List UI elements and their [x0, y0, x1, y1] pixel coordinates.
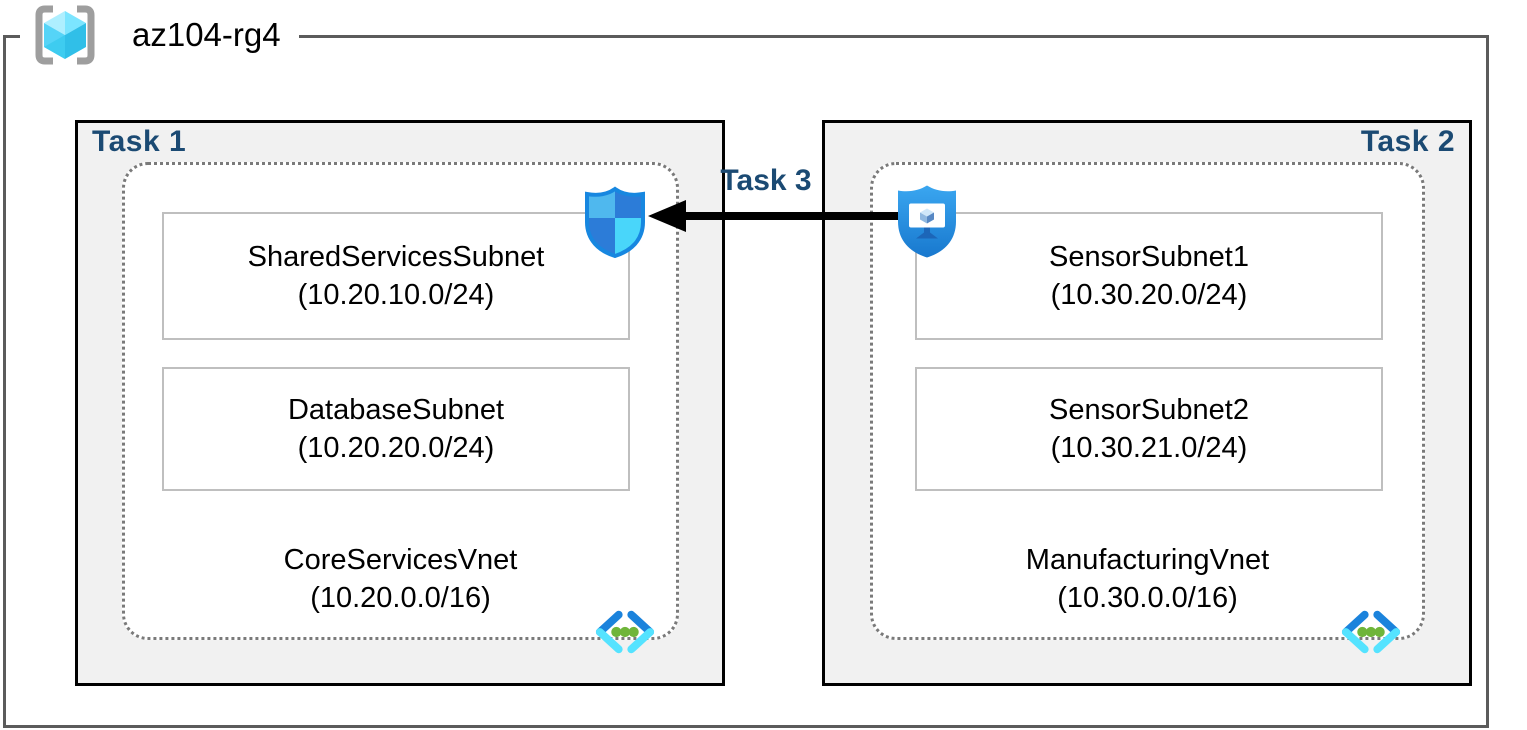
- vnet-cidr: (10.30.0.0/16): [1057, 582, 1238, 615]
- shared-services-subnet-box: SharedServicesSubnet (10.20.10.0/24): [162, 212, 630, 340]
- core-services-vnet-box: SharedServicesSubnet (10.20.10.0/24) Dat…: [122, 162, 679, 654]
- database-subnet-box: DatabaseSubnet (10.20.20.0/24): [162, 367, 630, 491]
- subnet-name: SharedServicesSubnet: [247, 240, 545, 273]
- subnet-cidr: (10.20.20.0/24): [297, 432, 495, 464]
- vnet-name: ManufacturingVnet: [1025, 544, 1270, 576]
- subnet-cidr: (10.20.10.0/24): [297, 279, 495, 311]
- vnet-cidr: (10.20.0.0/16): [310, 582, 491, 615]
- manufacturing-vnet-box: SensorSubnet1 (10.30.20.0/24) SensorSubn…: [870, 162, 1425, 654]
- task2-label: Task 2: [1360, 125, 1455, 158]
- sensor-subnet1-box: SensorSubnet1 (10.30.20.0/24): [915, 212, 1383, 340]
- subnet-cidr: (10.30.20.0/24): [1050, 279, 1248, 311]
- task3-label: Task 3: [720, 164, 812, 197]
- vnet-name-label: ManufacturingVnet (10.30.0.0/16): [873, 541, 1422, 618]
- subnet-name: SensorSubnet1: [1049, 240, 1249, 273]
- vnet-name: CoreServicesVnet: [283, 544, 518, 576]
- resource-group-name: az104-rg4: [132, 16, 281, 53]
- task3-arrow: [648, 200, 914, 232]
- task1-label: Task 1: [92, 125, 187, 158]
- vnet-name-label: CoreServicesVnet (10.20.0.0/16): [125, 541, 676, 618]
- subnet-name: SensorSubnet2: [1049, 393, 1249, 426]
- resource-group-icon: [35, 5, 95, 65]
- resource-group-header: az104-rg4: [20, 2, 299, 68]
- network-security-shield-icon: [585, 186, 645, 258]
- subnet-cidr: (10.30.21.0/24): [1050, 432, 1248, 464]
- sensor-subnet2-box: SensorSubnet2 (10.30.21.0/24): [915, 367, 1383, 491]
- virtual-network-icon: [595, 610, 655, 654]
- subnet-name: DatabaseSubnet: [287, 393, 505, 426]
- virtual-network-icon: [1341, 610, 1401, 654]
- shield-monitor-icon: [898, 185, 956, 258]
